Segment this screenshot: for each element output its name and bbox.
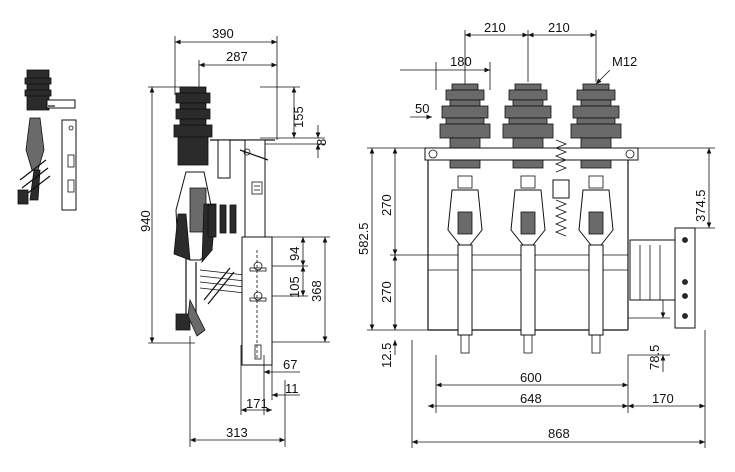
side-view: 390 287 155 8 940 — [138, 26, 330, 447]
dim-170: 170 — [652, 391, 674, 406]
dim-270-upper: 270 — [379, 194, 394, 216]
dim-12-5: 12.5 — [379, 343, 394, 368]
dim-582-5: 582.5 — [356, 222, 371, 255]
dim-600: 600 — [520, 370, 542, 385]
fuse-unit-left — [447, 175, 483, 354]
dim-210-left: 210 — [484, 20, 506, 35]
dim-648: 648 — [520, 391, 542, 406]
dim-210-right: 210 — [548, 20, 570, 35]
dim-67: 67 — [283, 357, 297, 372]
dim-940: 940 — [138, 210, 153, 232]
dim-180: 180 — [450, 54, 472, 69]
dim-374-5: 374.5 — [693, 189, 708, 222]
dim-390: 390 — [212, 26, 234, 41]
dim-868: 868 — [548, 426, 570, 441]
dim-8: 8 — [314, 139, 329, 146]
dim-155: 155 — [291, 106, 306, 128]
dim-11: 11 — [285, 381, 299, 396]
dim-94: 94 — [287, 247, 302, 261]
front-view: 210 210 180 M12 50 — [356, 20, 715, 448]
fuse-unit-right — [578, 175, 614, 354]
dim-171: 171 — [246, 396, 268, 411]
dim-105: 105 — [287, 276, 302, 298]
insulator-right — [570, 83, 622, 169]
thumbnail-side-view — [17, 69, 77, 211]
dim-78-5: 78.5 — [647, 345, 662, 370]
label-m12: M12 — [612, 54, 637, 69]
dim-287: 287 — [226, 49, 248, 64]
dim-313: 313 — [226, 425, 248, 440]
dim-270-lower: 270 — [379, 281, 394, 303]
dim-50: 50 — [415, 101, 429, 116]
dim-368: 368 — [309, 280, 324, 302]
fuse-unit-middle — [510, 175, 546, 354]
